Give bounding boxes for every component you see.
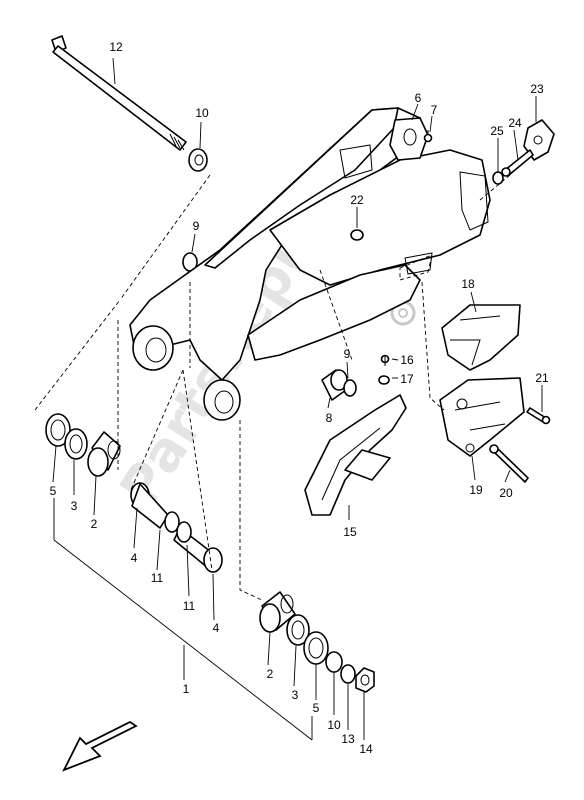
bolt-16 (380, 354, 390, 366)
chain-guide-19 (439, 377, 525, 457)
seal-3-left (64, 428, 88, 460)
bearing-8 (321, 369, 348, 401)
callout-6: 6 (415, 91, 422, 105)
callout-10-lower: 10 (327, 718, 341, 732)
washer-5-right (303, 631, 329, 665)
bearing-2-right (259, 591, 296, 633)
washer-10-top (188, 148, 208, 172)
chain-buffer-15 (304, 394, 407, 516)
washer-5-left (45, 413, 71, 447)
leader-lines (52, 57, 543, 741)
washer-10-lower (325, 651, 343, 673)
callout-16: 16 (400, 353, 414, 367)
washer-25 (492, 171, 504, 185)
pivot-shaft (51, 35, 187, 151)
chain-guide-18 (441, 304, 521, 371)
direction-arrow-icon (62, 720, 138, 772)
callout-3-left: 3 (71, 499, 78, 513)
callout-1: 1 (183, 682, 190, 696)
callout-19: 19 (469, 483, 483, 497)
callout-labels: 12 10 9 6 7 22 23 24 25 18 16 17 21 19 2… (50, 40, 549, 756)
nut-22 (350, 229, 364, 241)
callout-4-lower: 4 (213, 621, 220, 635)
callout-2-right: 2 (267, 667, 274, 681)
bolt-21 (526, 407, 551, 425)
callout-9-upper: 9 (193, 219, 200, 233)
nut-17 (378, 375, 390, 385)
callout-14: 14 (359, 742, 373, 756)
callout-20: 20 (499, 486, 513, 500)
bolt-7 (423, 130, 433, 143)
callout-17: 17 (400, 372, 414, 386)
bearing-2-left (87, 431, 121, 477)
callout-15: 15 (343, 525, 357, 539)
callout-25: 25 (490, 124, 504, 138)
callout-11-lower: 11 (183, 599, 196, 613)
callout-8: 8 (326, 411, 333, 425)
bolt-20 (489, 444, 529, 483)
dashed-lines (34, 174, 511, 601)
callout-22: 22 (350, 193, 364, 207)
callout-18: 18 (461, 277, 475, 291)
callout-10-top: 10 (195, 106, 209, 120)
callout-12: 12 (109, 40, 123, 54)
callout-4-upper: 4 (131, 551, 138, 565)
adjuster-stop-23 (523, 119, 555, 161)
spacer-11-upper (131, 483, 180, 533)
seal-3-right (286, 614, 310, 646)
callout-3-right: 3 (292, 688, 299, 702)
washer-13 (340, 664, 356, 684)
callout-24: 24 (508, 116, 522, 130)
callout-5-left: 5 (50, 484, 57, 498)
seal-9-lower (343, 379, 357, 397)
callout-11-upper: 11 (151, 571, 164, 585)
callout-2-left: 2 (91, 517, 98, 531)
nut-14 (355, 667, 375, 693)
collar-4-lower (203, 547, 223, 573)
callout-21: 21 (535, 371, 549, 385)
callout-7: 7 (431, 103, 438, 117)
callout-13: 13 (341, 732, 355, 746)
callout-9-lower: 9 (344, 347, 351, 361)
swingarm-body (129, 107, 491, 421)
bolt-24 (501, 149, 534, 177)
callout-5-right: 5 (313, 701, 320, 715)
callout-23: 23 (530, 82, 544, 96)
